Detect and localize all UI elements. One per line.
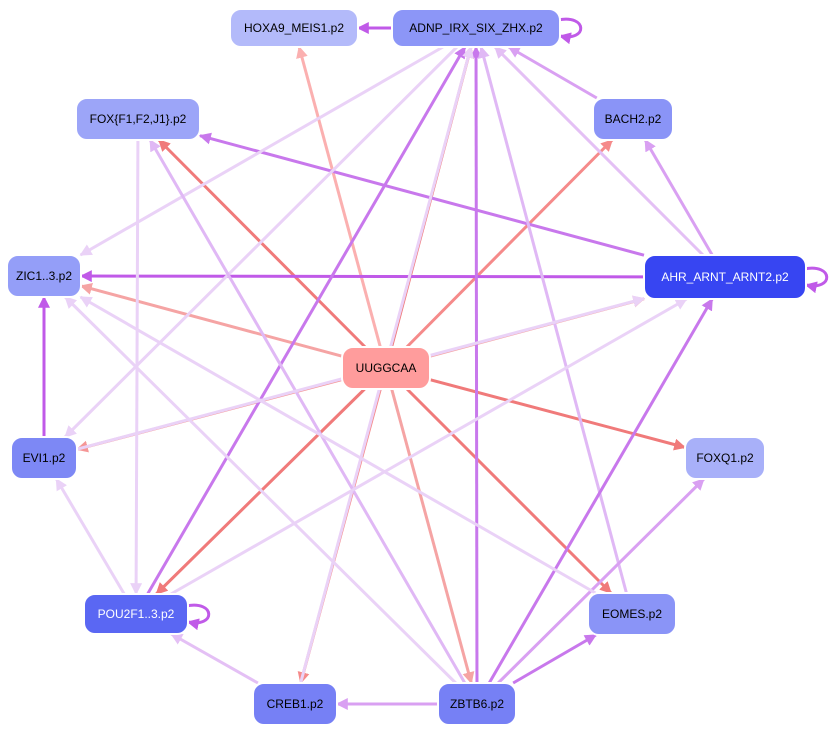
node-box	[391, 8, 561, 48]
edges-layer	[38, 17, 829, 710]
node-label: AHR_ARNT_ARNT2.p2	[661, 270, 789, 284]
node-creb1[interactable]: CREB1.p2	[252, 682, 338, 726]
edge-bach2-to-adnp	[507, 45, 598, 100]
edge-pou2f1-to-adnp	[146, 45, 467, 595]
edge-zbtb6-to-eomes	[512, 633, 597, 685]
node-box	[229, 8, 359, 48]
edge-center-to-foxq1	[429, 378, 687, 451]
edge-ahr-to-zic	[79, 270, 645, 283]
edge-pou2f1-to-evi1	[55, 477, 126, 595]
node-box	[10, 436, 78, 480]
edge-creb1-to-pou2f1	[170, 632, 259, 685]
edge-ahr-to-bach2	[643, 138, 714, 256]
nodes-layer: UUGGCAA HOXA9_MEIS1.p2 ADNP_IRX_SIX_ZHX.p2…	[6, 8, 807, 726]
edge-zbtb6-to-adnp	[470, 45, 483, 684]
edge-adnp-to-evi1	[64, 45, 458, 439]
edge-fox-to-pou2f1	[130, 139, 143, 596]
node-adnp[interactable]: ADNP_IRX_SIX_ZHX.p2	[391, 8, 561, 48]
node-evi1[interactable]: EVI1.p2	[10, 436, 78, 480]
edge-ahr-to-fox	[198, 132, 645, 257]
edge-center-to-hoxa9	[296, 45, 382, 348]
node-box	[341, 346, 431, 390]
node-label: CREB1.p2	[267, 697, 324, 711]
node-box	[252, 682, 338, 726]
edge-ahr-to-adnp	[493, 45, 705, 257]
node-bach2[interactable]: BACH2.p2	[592, 97, 674, 141]
node-center[interactable]: UUGGCAA	[341, 346, 431, 390]
node-fox[interactable]: FOX{F1,F2,J1}.p2	[75, 97, 201, 141]
node-label: UUGGCAA	[356, 361, 417, 375]
edge-pou2f1-to-ahr	[170, 297, 688, 596]
node-box	[75, 97, 201, 141]
node-label: FOX{F1,F2,J1}.p2	[90, 112, 187, 126]
node-label: BACH2.p2	[605, 112, 662, 126]
node-label: FOXQ1.p2	[696, 451, 754, 465]
node-eomes[interactable]: EOMES.p2	[587, 592, 677, 636]
node-box	[437, 682, 517, 726]
edge-zbtb6-to-fox	[148, 138, 467, 684]
node-label: EVI1.p2	[23, 451, 66, 465]
edge-eomes-to-zic	[79, 295, 597, 595]
edge-center-to-zic	[79, 282, 343, 358]
node-label: POU2F1..3.p2	[98, 607, 175, 621]
node-foxq1[interactable]: FOXQ1.p2	[684, 436, 766, 480]
node-zic[interactable]: ZIC1..3.p2	[6, 254, 82, 298]
node-box	[684, 436, 766, 480]
node-zbtb6[interactable]: ZBTB6.p2	[437, 682, 517, 726]
edge-eomes-to-adnp	[478, 45, 628, 594]
node-label: ADNP_IRX_SIX_ZHX.p2	[409, 21, 543, 35]
edge-pou2f1-to-pou2f1	[185, 603, 211, 631]
node-box	[592, 97, 674, 141]
node-pou2f1[interactable]: POU2F1..3.p2	[83, 593, 189, 635]
node-label: EOMES.p2	[602, 607, 662, 621]
edge-center-to-zbtb6	[390, 388, 475, 685]
node-label: ZIC1..3.p2	[16, 269, 72, 283]
node-box	[83, 593, 189, 635]
edge-center-to-bach2	[405, 138, 614, 349]
edge-adnp-to-adnp	[557, 17, 583, 45]
node-label: HOXA9_MEIS1.p2	[244, 21, 344, 35]
node-box	[587, 592, 677, 636]
node-hoxa9[interactable]: HOXA9_MEIS1.p2	[229, 8, 359, 48]
edge-adnp-to-zic	[79, 45, 444, 257]
edge-zbtb6-to-ahr	[487, 297, 714, 684]
edge-zbtb6-to-foxq1	[497, 477, 705, 685]
node-box	[6, 254, 82, 298]
edge-center-to-fox	[157, 138, 367, 349]
edge-center-to-eomes	[405, 387, 613, 595]
node-ahr[interactable]: AHR_ARNT_ARNT2.p2	[643, 254, 807, 300]
edge-zbtb6-to-zic	[64, 295, 457, 685]
node-box	[643, 254, 807, 300]
node-label: ZBTB6.p2	[450, 697, 504, 711]
edge-ahr-to-ahr	[803, 266, 829, 294]
